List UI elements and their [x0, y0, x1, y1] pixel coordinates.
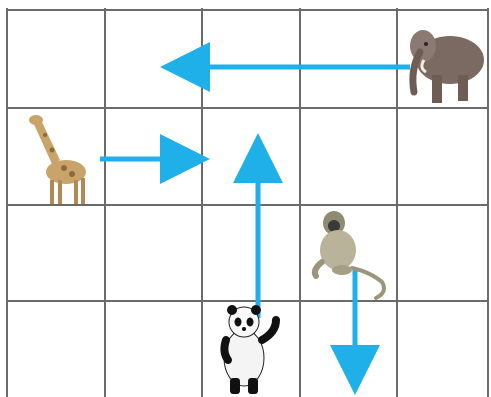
elephant-icon	[410, 30, 484, 103]
giraffe-icon	[29, 115, 86, 204]
panda-icon	[224, 305, 276, 394]
monkey-icon	[315, 211, 384, 298]
